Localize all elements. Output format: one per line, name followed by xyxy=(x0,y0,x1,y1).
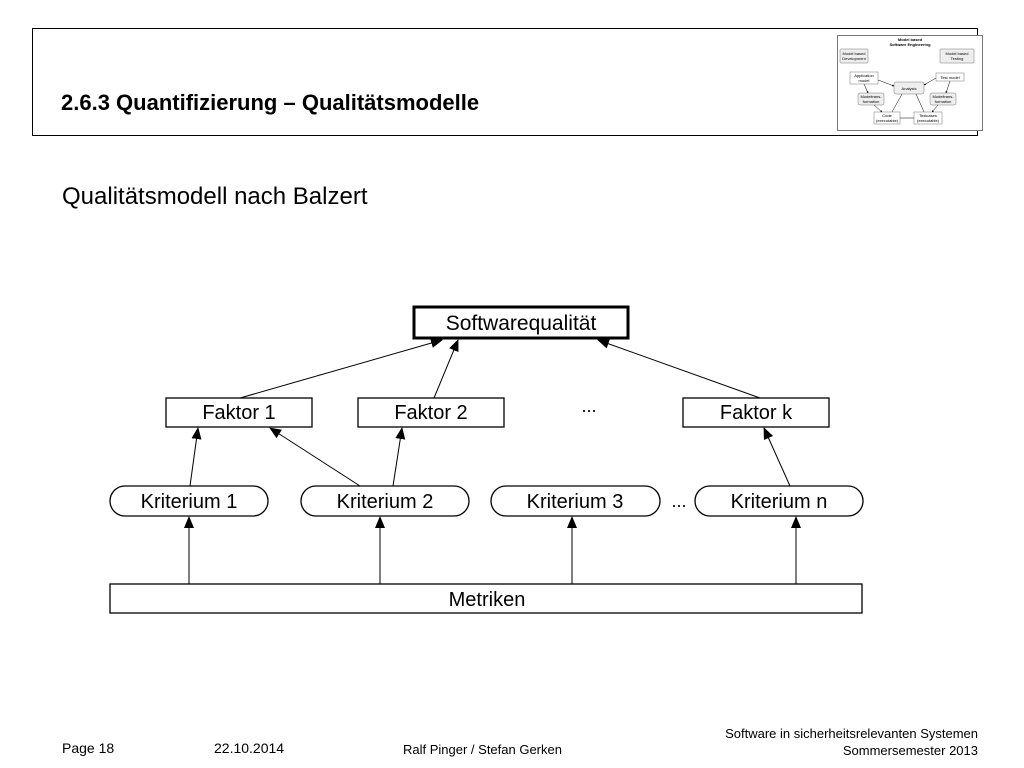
label-kriterium-1: Kriterium 1 xyxy=(141,491,238,513)
node-faktor-2 xyxy=(357,397,505,428)
thumb-analysis: Analysis xyxy=(902,86,917,91)
node-kriterium-1 xyxy=(109,485,269,517)
label-faktor-2: Faktor 2 xyxy=(394,402,467,424)
thumb-right-2: Testing xyxy=(951,56,964,61)
header-box: 2.6.3 Quantifizierung – Qualitätsmodelle… xyxy=(32,28,983,136)
thumbnail-diagram: Model based Software Engineering Model b… xyxy=(837,35,983,131)
node-kriterium-2 xyxy=(300,485,470,517)
thumb-mt-left-1: Modeltrans- xyxy=(860,94,882,99)
footer-authors: Ralf Pinger / Stefan Gerken xyxy=(403,742,562,757)
node-softwarequalitaet xyxy=(412,305,630,340)
node-kriterium-3 xyxy=(490,485,661,517)
footer-semester: Sommersemester 2013 xyxy=(842,743,978,758)
node-kriterium-n xyxy=(694,485,864,517)
thumb-appmodel-1: Application xyxy=(854,73,874,78)
footer-date: 22.10.2014 xyxy=(214,740,285,756)
label-metriken: Metriken xyxy=(449,589,526,611)
thumb-testcases-1: Testcases xyxy=(919,113,937,118)
label-kriterium-n: Kriterium n xyxy=(731,491,828,513)
label-kriterium-2: Kriterium 2 xyxy=(337,491,434,513)
slide-title: 2.6.3 Quantifizierung – Qualitätsmodelle xyxy=(61,90,480,115)
thumb-testcases-2: (executable) xyxy=(917,118,940,123)
label-faktor-k: Faktor k xyxy=(720,402,793,424)
page-number: Page 18 xyxy=(62,740,115,756)
thumb-testmodel: Test model xyxy=(940,75,959,80)
connectors xyxy=(184,338,801,584)
thumb-appmodel-2: model xyxy=(859,78,870,83)
node-metriken xyxy=(109,583,863,614)
label-kriterium-3: Kriterium 3 xyxy=(527,491,624,513)
thumb-title-2: Software Engineering xyxy=(889,42,931,47)
node-faktor-k xyxy=(682,397,830,428)
node-faktor-1 xyxy=(165,397,313,428)
thumb-code-1: Code xyxy=(882,113,892,118)
thumb-left-1: Model based xyxy=(843,51,866,56)
thumb-mt-right-2: formation xyxy=(935,99,952,104)
subtitle: Qualitätsmodell nach Balzert xyxy=(62,183,368,210)
thumb-right-1: Model based xyxy=(946,51,969,56)
label-softwarequalitaet: Softwarequalität xyxy=(446,312,597,335)
thumb-mt-left-2: formation xyxy=(863,99,880,104)
footer-course: Software in sicherheitsrelevanten System… xyxy=(725,726,978,741)
thumb-mt-right-1: Modeltrans- xyxy=(932,94,954,99)
label-faktor-1: Faktor 1 xyxy=(202,402,275,424)
criteria-ellipsis: ... xyxy=(671,491,686,511)
factor-ellipsis: ... xyxy=(581,396,596,416)
thumb-title-1: Model based xyxy=(898,37,923,42)
thumb-left-2: Development xyxy=(842,56,866,61)
thumb-code-2: (executable) xyxy=(876,118,899,123)
